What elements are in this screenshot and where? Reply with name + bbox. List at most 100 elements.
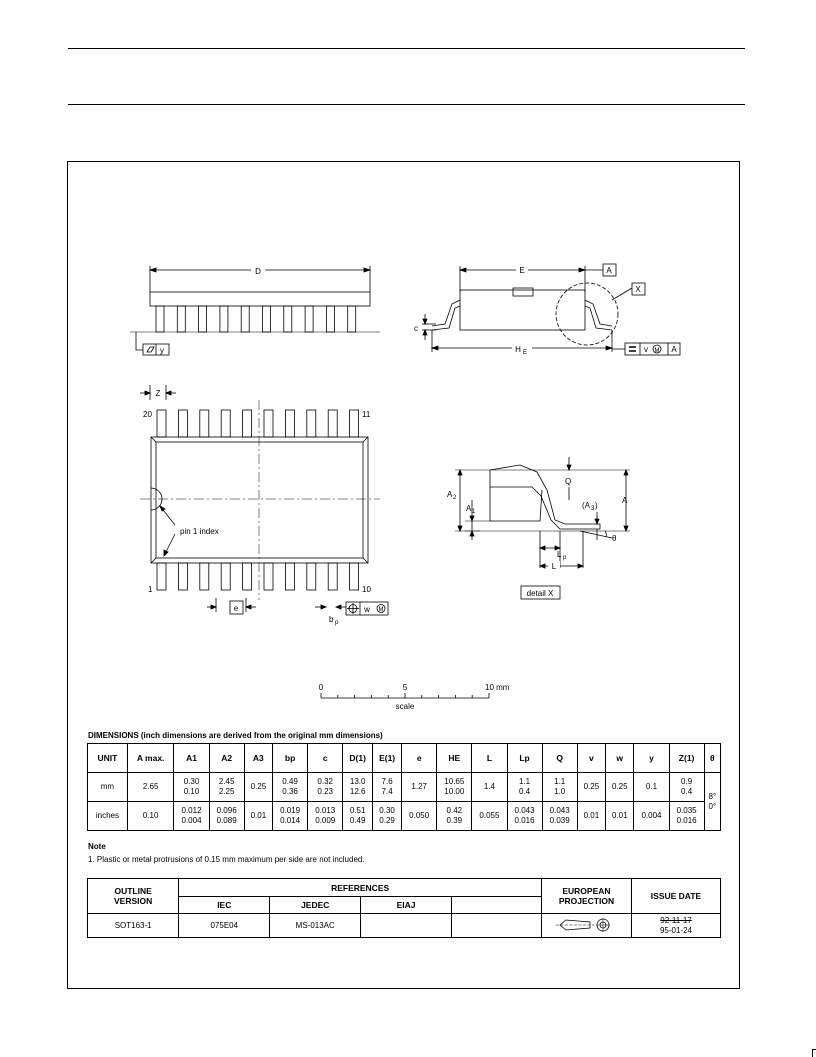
dim-cell: 0.30 0.10 [173, 772, 210, 802]
side-lead [155, 305, 165, 333]
detail-a3-sub: 3 [591, 506, 595, 512]
dim-cell: 0.019 0.014 [272, 801, 309, 831]
bottom-lead [263, 562, 274, 591]
detail-lp-sub: p [563, 555, 567, 561]
detail-x-label: detail X [527, 589, 554, 598]
bottom-lead [327, 562, 338, 591]
dim-header: Lp [506, 743, 543, 773]
detail-x-view: A 2 A 1 A Q (A 3 ) L p L [447, 457, 630, 600]
pin-20-label: 20 [143, 410, 152, 419]
dim-he-sub: E [523, 350, 527, 356]
dim-header: θ [703, 743, 722, 773]
scale-label: scale [396, 702, 415, 711]
outline-version-value: SOT163-1 [86, 913, 180, 938]
dim-header: bp [272, 743, 309, 773]
detail-a1-sub: 1 [472, 509, 476, 515]
top-lead [199, 409, 210, 438]
dim-header: v [576, 743, 607, 773]
dim-header: A1 [173, 743, 210, 773]
dim-cell: 0.30 0.29 [372, 801, 403, 831]
eiaj-value [360, 913, 452, 938]
projection-symbol [540, 913, 633, 938]
dim-cell: 0.004 [633, 801, 670, 831]
dim-header: Q [541, 743, 578, 773]
dim-cell: 1.1 0.4 [506, 772, 543, 802]
dim-cell: 0.32 0.23 [307, 772, 344, 802]
spare-header [450, 896, 542, 914]
theta-cell: 8° 0° [703, 772, 722, 831]
scale-tick-10: 10 mm [485, 683, 510, 692]
top-lead [306, 409, 317, 438]
end-view: A E X H E c v M A [414, 263, 681, 356]
bottom-lead [284, 562, 295, 591]
references-header: REFERENCES [178, 878, 542, 897]
jedec-value: MS-013AC [269, 913, 362, 938]
coplanarity-m: M [655, 348, 660, 354]
detail-a3-label: (A [582, 501, 591, 510]
detail-a2-sub: 2 [453, 495, 457, 501]
pin-1-label: 1 [148, 585, 153, 594]
issue-date-value: 92-11-17 95-01-24 [631, 913, 721, 938]
coplanarity-v: v [644, 345, 648, 354]
bottom-lead [156, 562, 167, 591]
label-x: X [635, 285, 641, 294]
bottom-lead [220, 562, 231, 591]
dim-header: w [605, 743, 635, 773]
dim-cell: 7.6 7.4 [372, 772, 403, 802]
references-table: OUTLINE VERSION REFERENCES EUROPEAN PROJ… [86, 878, 721, 938]
dim-cell: 0.013 0.009 [307, 801, 344, 831]
datum-a-label: A [606, 266, 612, 275]
top-lead [156, 409, 167, 438]
dim-cell: 2.45 2.25 [208, 772, 245, 802]
dim-cell: 10.65 10.00 [436, 772, 473, 802]
pin-11-label: 11 [362, 410, 371, 419]
dim-e-label: E [519, 266, 524, 275]
bottom-lead [306, 562, 317, 591]
dim-cell: 1.27 [401, 772, 438, 802]
side-lead [347, 305, 357, 333]
dim-header: E(1) [372, 743, 403, 773]
note-text: 1. Plastic or metal protrusions of 0.15 … [88, 855, 365, 864]
dim-cell: 0.055 [471, 801, 508, 831]
dim-cell: 1.1 1.0 [541, 772, 578, 802]
dim-cell: 0.043 0.016 [506, 801, 543, 831]
dim-cell: 1.4 [471, 772, 508, 802]
issue-date-new: 95-01-24 [659, 925, 693, 935]
dim-cell: 0.25 [605, 772, 635, 802]
detail-lp-label: L [557, 550, 562, 559]
dim-e-pitch-label: e [234, 604, 239, 613]
side-lead [262, 305, 271, 333]
dim-cell: 0.10 [126, 801, 175, 831]
package-outline-frame [67, 161, 740, 989]
detail-a1-label: A [466, 504, 472, 513]
pin-10-label: 10 [362, 585, 371, 594]
dim-header: y [633, 743, 670, 773]
dim-cell: 0.096 0.089 [208, 801, 245, 831]
top-lead [242, 409, 253, 438]
dim-cell: 0.42 0.39 [436, 801, 473, 831]
issue-date-header: ISSUE DATE [631, 878, 721, 914]
dim-header: A2 [208, 743, 245, 773]
dim-cell: 0.49 0.36 [272, 772, 309, 802]
side-lead [219, 305, 229, 333]
detail-l-label: L [552, 562, 557, 571]
side-lead [240, 305, 250, 333]
side-lead [325, 305, 335, 333]
eiaj-header: EIAJ [360, 896, 452, 914]
position-tol-w: w [363, 605, 370, 614]
detail-q-label: Q [565, 477, 571, 486]
dim-cell: 0.1 [633, 772, 670, 802]
dim-cell: 0.043 0.039 [541, 801, 578, 831]
dim-c-label: c [414, 324, 418, 333]
top-lead [349, 409, 360, 438]
dim-cell: 0.25 [576, 772, 607, 802]
dimensions-title: DIMENSIONS (inch dimensions are derived … [88, 731, 383, 740]
side-lead [304, 305, 314, 333]
dim-z-label: Z [156, 389, 161, 398]
dim-cell: inches [87, 801, 128, 831]
bottom-lead [199, 562, 210, 591]
scale-tick-5: 5 [403, 683, 408, 692]
